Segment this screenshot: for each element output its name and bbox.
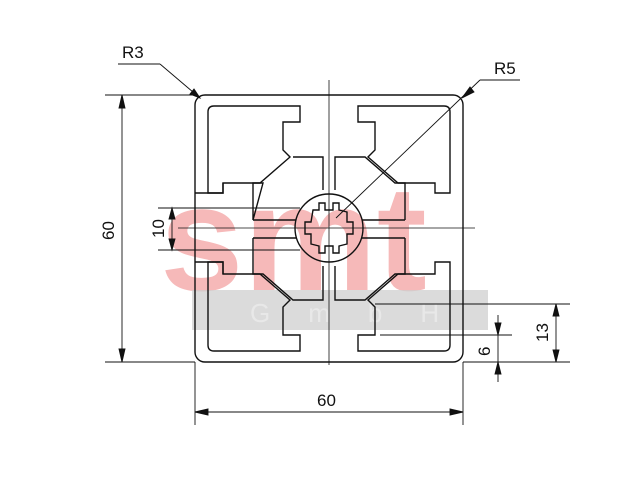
center-bore-spline [304, 202, 354, 254]
web-left-arm [253, 219, 296, 239]
center-lines [178, 80, 475, 365]
arrow-bore-top [168, 206, 176, 220]
arrow-height-top [118, 94, 126, 109]
web-right-arm [362, 219, 405, 239]
watermark-band [192, 290, 488, 330]
arrow-height-bottom [118, 348, 126, 363]
pocket-top-right [357, 105, 451, 194]
label-bore: 10 [149, 219, 168, 238]
pocket-top-left [207, 105, 301, 194]
label-slot-depth: 13 [533, 323, 552, 342]
arrow-width-left [194, 408, 209, 416]
arrow-r3 [189, 88, 202, 99]
label-r5: R5 [494, 59, 516, 78]
arrow-width-right [449, 408, 464, 416]
pocket-bottom-right [357, 261, 451, 352]
arrow-slot-offset-top [494, 322, 502, 336]
arrow-slot-depth-top [552, 303, 560, 317]
arrow-bore-bottom [168, 238, 176, 252]
arrow-r5 [461, 86, 475, 99]
watermark-subtitle: GmbH [250, 298, 477, 328]
inner-web [252, 156, 406, 301]
pocket-bottom-left [207, 261, 301, 352]
label-r3: R3 [122, 43, 144, 62]
dimension-lines [105, 63, 570, 425]
slot-left [195, 183, 224, 274]
arrow-slot-depth-bottom [552, 349, 560, 363]
label-slot-offset: 6 [475, 347, 494, 356]
leader-r5 [335, 79, 481, 219]
arrow-slot-offset-bottom [494, 361, 502, 375]
label-width: 60 [317, 391, 336, 410]
label-height: 60 [99, 221, 118, 240]
